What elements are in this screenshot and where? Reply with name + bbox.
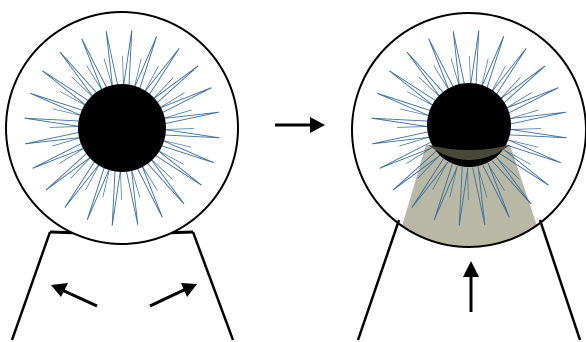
left-panel-before xyxy=(6,12,238,340)
transition-arrow xyxy=(275,117,325,133)
left-support-lines xyxy=(12,232,233,340)
right-panel-after xyxy=(352,13,586,340)
left-outward-arrows xyxy=(51,283,197,306)
left-pupil xyxy=(78,84,166,172)
upward-arrow xyxy=(463,261,479,312)
